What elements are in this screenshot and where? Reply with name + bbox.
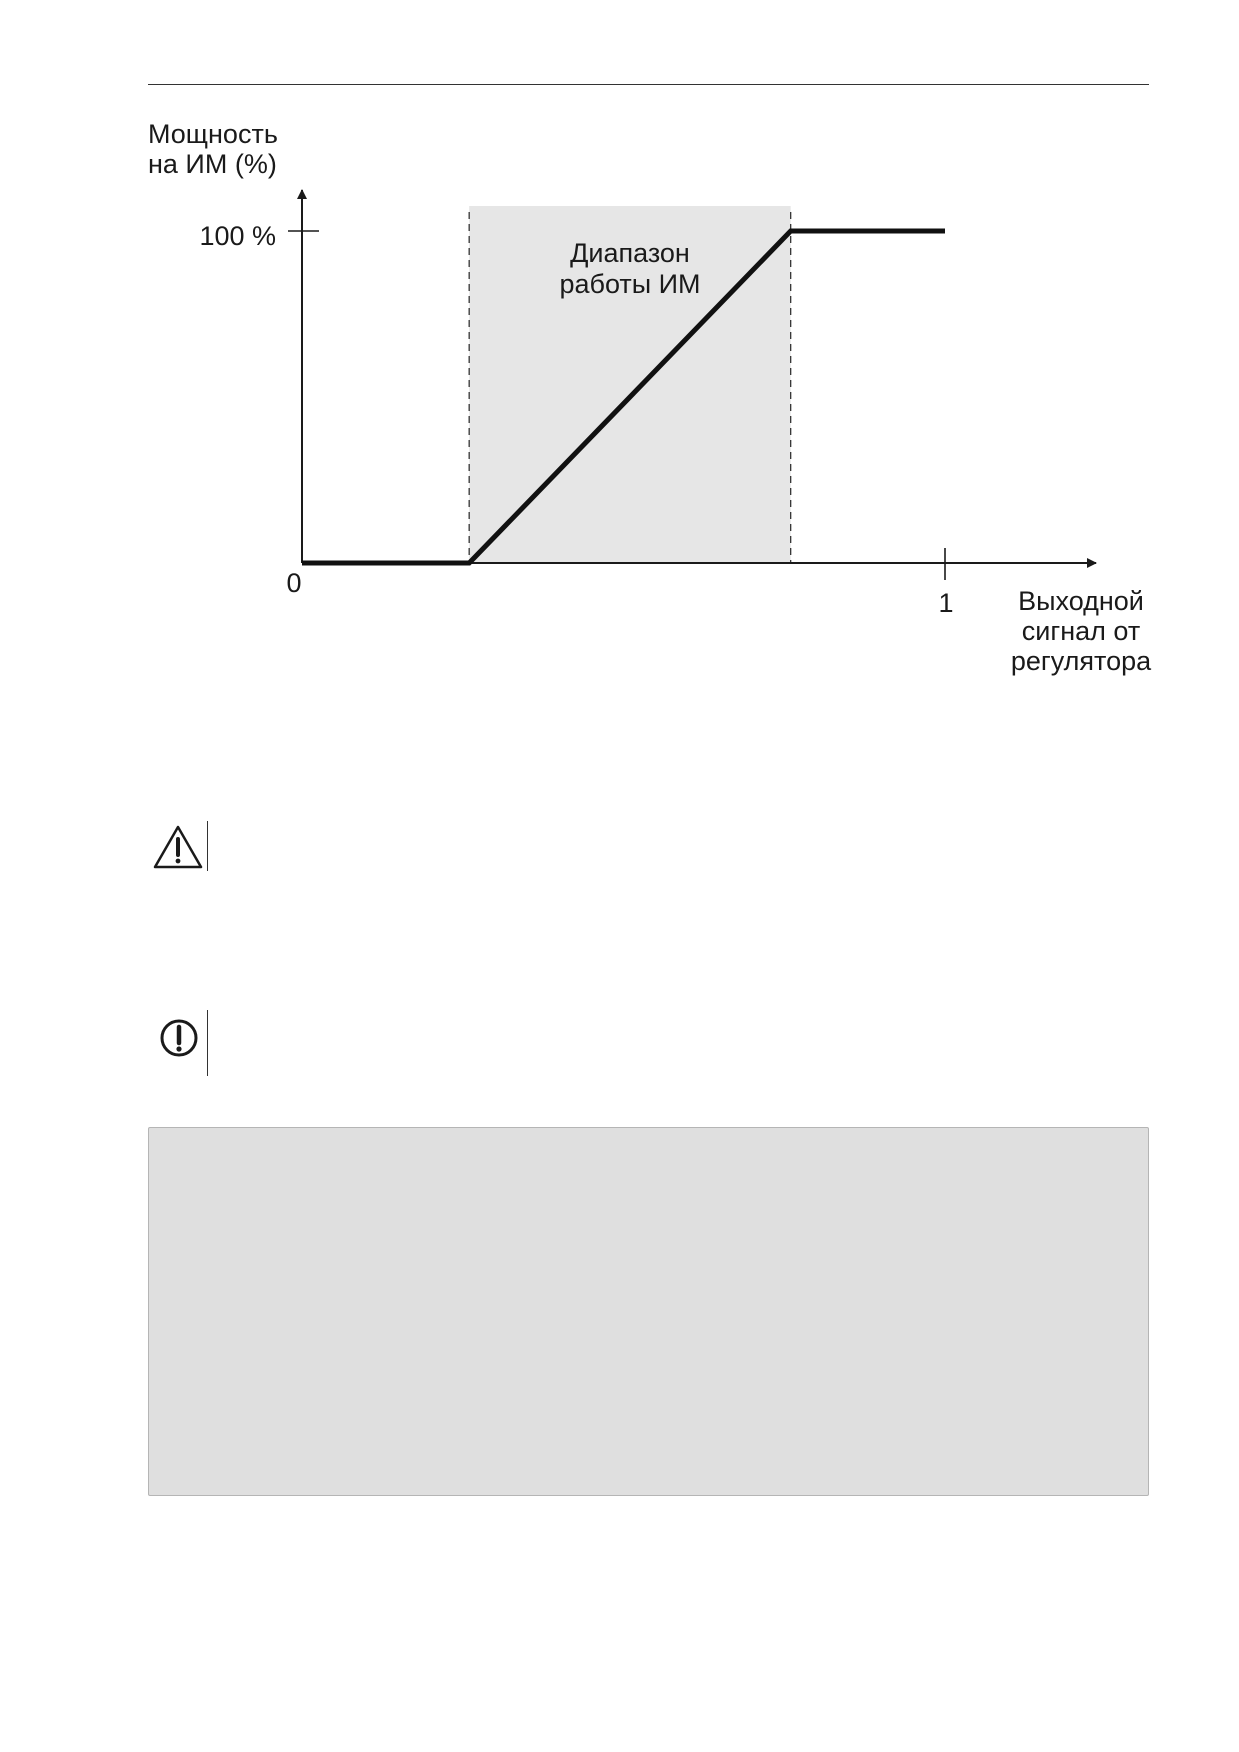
y-tick-label-100: 100 % — [199, 221, 276, 251]
important-note-divider — [207, 1010, 208, 1076]
band-label-line1: Диапазон — [570, 238, 690, 268]
y-axis-label-line1: Мощность — [148, 119, 278, 149]
operating-range-band — [469, 206, 791, 563]
x-axis-label-line2: сигнал от — [1022, 616, 1140, 646]
x-axis-label-line3: регулятора — [1011, 646, 1152, 676]
x-tick-label-1: 1 — [938, 588, 953, 618]
y-axis-label-line2: на ИМ (%) — [148, 149, 277, 179]
exclamation-circle-icon — [159, 1018, 199, 1058]
band-label-line2: работы ИМ — [559, 269, 700, 299]
header-rule — [148, 84, 1149, 85]
series-line-1 — [302, 228, 945, 566]
info-box — [148, 1127, 1149, 1496]
power-output-chart: Мощность на ИМ (%) 100 % 0 1 Выходной си… — [148, 119, 1152, 676]
warning-note-divider — [207, 821, 208, 871]
warning-triangle-icon — [152, 824, 204, 870]
origin-label: 0 — [286, 568, 301, 598]
x-axis-label-line1: Выходной — [1018, 586, 1144, 616]
